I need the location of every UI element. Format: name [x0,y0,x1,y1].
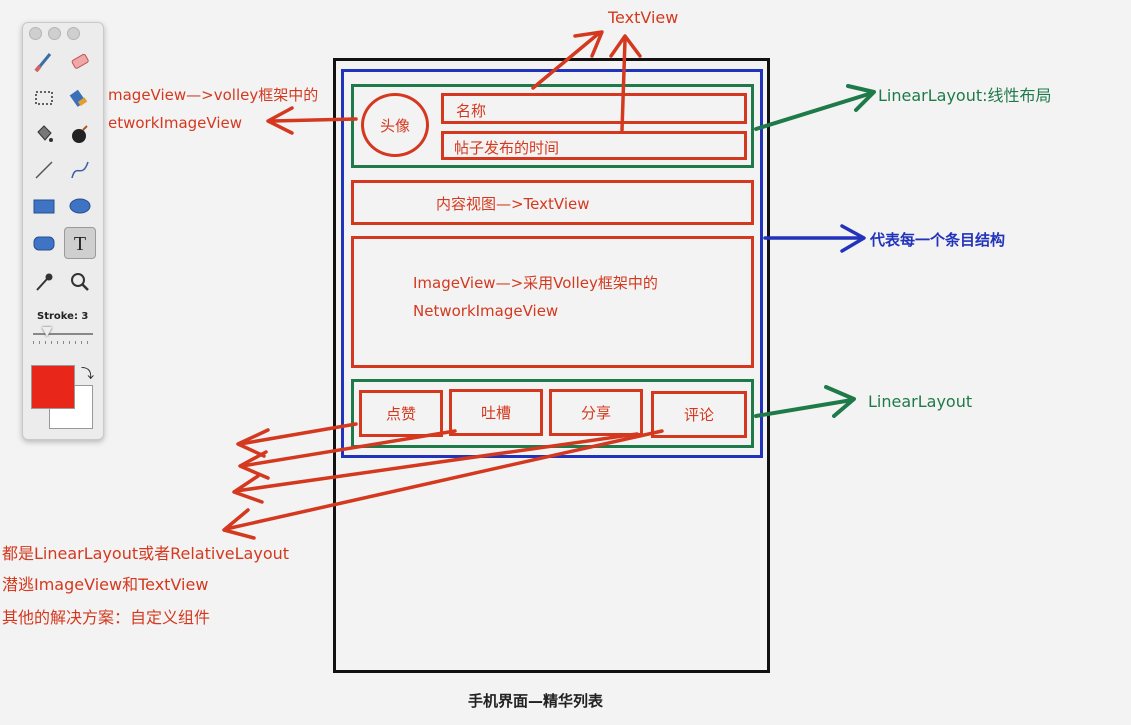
share-label: 分享 [580,404,611,422]
arrow-like-to-notes [238,422,358,446]
brush-icon [34,53,52,73]
marquee-tool[interactable] [29,83,59,113]
magnifier-tool[interactable] [65,267,95,297]
bomb-tool[interactable] [65,119,95,149]
eyedropper-icon [36,273,53,291]
line-tool[interactable] [29,155,59,185]
window-minimize-button[interactable] [48,27,61,40]
fill-tool[interactable] [65,83,95,113]
content-view-box: 内容视图—>TextView [351,180,754,225]
window-zoom-button[interactable] [67,27,80,40]
line-icon [35,161,53,179]
rounded-rect-tool[interactable] [29,228,59,258]
arrow-comment-to-notes [224,429,664,531]
stroke-label: Stroke: 3 [37,311,89,322]
like-button-box: 点赞 [359,390,443,437]
brush-tool[interactable] [29,47,59,77]
left-label-line1: mageView—>volley框架中的 [108,86,319,104]
arrow-avatar-to-left-label [270,117,358,123]
left-label-line2: etworkImageView [108,114,242,132]
image-view-label-line1: ImageView—>采用Volley框架中的 [413,274,658,292]
magnifier-icon [71,273,89,291]
arrow-share-to-notes [234,432,639,493]
rounded-rect-icon [33,236,55,251]
svg-text:T: T [74,233,86,255]
share-button-box: 分享 [549,389,643,436]
stroke-slider-thumb[interactable] [42,327,52,337]
eyedropper-tool[interactable] [29,267,59,297]
eraser-icon [71,53,89,69]
oval-tool[interactable] [65,191,95,221]
arrow-name-to-textview [531,32,600,90]
like-label: 点赞 [385,405,416,423]
paint-bucket-tool[interactable] [29,119,59,149]
avatar-label: 头像 [379,116,410,135]
arrow-complain-to-notes [240,429,457,468]
image-view-box: ImageView—>采用Volley框架中的 NetworkImageView [351,236,754,368]
content-view-label: 内容视图—>TextView [436,195,590,213]
right-item-structure-label: 代表每一个条目结构 [870,231,1006,249]
stroke-slider-ticks [33,341,93,344]
window-close-button[interactable] [29,27,42,40]
arrow-time-to-textview [620,38,627,132]
comment-label: 评论 [683,406,714,424]
right-linearlayout-top-label: LinearLayout:线性布局 [878,86,1052,105]
right-linearlayout-bottom-label: LinearLayout [868,392,973,411]
arrow-header-to-linearlayout [754,91,874,131]
curve-icon [71,161,89,179]
bottom-note-line2: 潜逃ImageView和TextView [2,575,209,594]
marquee-icon [35,91,53,105]
fill-icon [69,89,88,107]
oval-icon [69,198,91,214]
name-label: 名称 [456,102,487,120]
rectangle-icon [33,199,55,214]
header-linearlayout-box [351,84,754,168]
image-view-label-line2: NetworkImageView [413,302,559,320]
curve-tool[interactable] [65,155,95,185]
complain-button-box: 吐槽 [449,389,543,436]
eraser-tool[interactable] [65,47,95,77]
post-time-box: 帖子发布的时间 [441,131,747,160]
swap-colors-icon[interactable]: ⤵ [81,367,95,382]
post-time-label: 帖子发布的时间 [454,139,560,157]
rectangle-tool[interactable] [29,191,59,221]
primary-color-well[interactable] [31,365,75,409]
caption: 手机界面—精华列表 [468,692,604,710]
textview-top-label: TextView [608,8,679,27]
comment-button-box: 评论 [651,391,747,438]
text-icon: T [74,233,86,255]
bottom-note-line3: 其他的解决方案：自定义组件 [2,608,211,627]
paint-bucket-icon [37,125,53,142]
arrow-footer-to-linearlayout [754,398,854,418]
text-tool[interactable]: T [64,227,96,259]
complain-label: 吐槽 [480,404,511,422]
name-box: 名称 [441,93,747,124]
bottom-note-line1: 都是LinearLayout或者RelativeLayout [2,544,290,563]
tool-palette: T Stroke: 3 ⤵ [22,22,104,440]
stroke-slider-track[interactable] [33,333,93,335]
phone-outline [333,58,770,673]
avatar-circle: 头像 [361,93,429,157]
bomb-icon [72,125,88,143]
